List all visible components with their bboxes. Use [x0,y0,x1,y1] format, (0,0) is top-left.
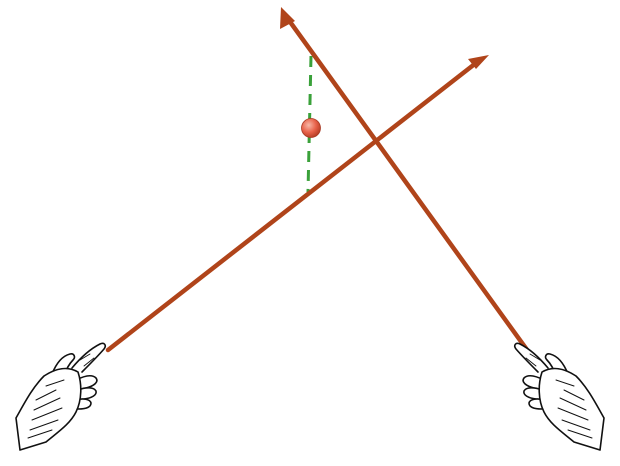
left-hand-icon [16,343,105,450]
point-marker [302,119,321,138]
arrow-from-right-hand [280,7,530,354]
right-hand-icon [515,343,604,450]
arrow-from-left-hand [108,55,489,350]
